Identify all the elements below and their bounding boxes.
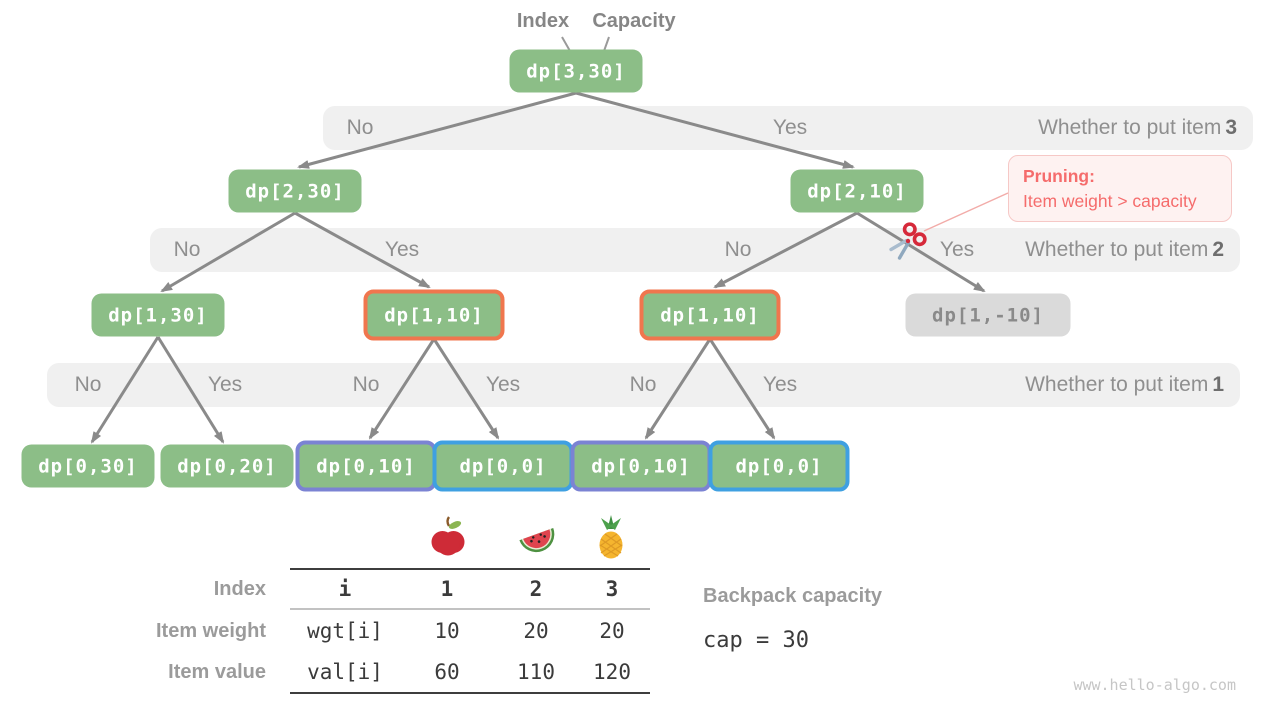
table-cell: 20 bbox=[523, 619, 549, 643]
apple-icon bbox=[431, 516, 465, 556]
table-cell: wgt[i] bbox=[307, 619, 383, 643]
pruning-colon: : bbox=[1089, 166, 1095, 186]
dp-node-dp-2-10: dp[2,10] bbox=[790, 169, 924, 213]
choice-label-yes: Yes bbox=[207, 373, 243, 396]
table-row-label-weight: Item weight bbox=[155, 620, 266, 642]
pineapple-icon bbox=[599, 515, 623, 559]
table-cell: 60 bbox=[434, 660, 460, 684]
capacity-annotation-label: Capacity bbox=[592, 10, 676, 32]
choice-label-no: No bbox=[629, 373, 657, 396]
pruning-detail: Item weight > capacity bbox=[1023, 191, 1197, 211]
index-annotation-label: Index bbox=[516, 10, 570, 32]
table-cell: 120 bbox=[593, 660, 631, 684]
scissors-icon bbox=[889, 222, 927, 260]
choice-label-yes: Yes bbox=[762, 373, 798, 396]
band-question-item-number: 2 bbox=[1212, 238, 1224, 261]
dp-node-dp-3-30: dp[3,30] bbox=[509, 49, 643, 93]
watermelon-icon bbox=[519, 527, 555, 553]
pruning-note: Pruning: Item weight > capacity bbox=[1008, 155, 1232, 222]
choice-label-no: No bbox=[74, 373, 102, 396]
table-cell: i bbox=[338, 577, 352, 601]
dp-node-dp-0-10: dp[0,10] bbox=[295, 440, 437, 492]
pruning-title: Pruning bbox=[1023, 166, 1090, 186]
table-cell: 2 bbox=[529, 577, 543, 601]
band-question-item-number: 3 bbox=[1225, 116, 1237, 139]
table-cell: 20 bbox=[599, 619, 625, 643]
dp-node-dp-0-30: dp[0,30] bbox=[21, 444, 155, 488]
backpack-capacity-value: cap = 30 bbox=[703, 628, 809, 653]
dp-node-dp-1-10: dp[1,10] bbox=[363, 289, 505, 341]
table-row-label-index: Index bbox=[213, 578, 266, 600]
table-row-label-value: Item value bbox=[168, 661, 266, 683]
choice-label-yes: Yes bbox=[384, 238, 420, 261]
dp-node-dp-1-30: dp[1,30] bbox=[91, 293, 225, 337]
table-cell: 10 bbox=[434, 619, 460, 643]
band-question-item-number: 1 bbox=[1212, 373, 1224, 396]
pruning-callout-line bbox=[923, 192, 1009, 232]
choice-label-yes: Yes bbox=[485, 373, 521, 396]
dp-node-dp-0-10: dp[0,10] bbox=[570, 440, 712, 492]
choice-label-yes: Yes bbox=[772, 116, 808, 139]
backpack-capacity-label: Backpack capacity bbox=[703, 585, 883, 607]
table-cell: val[i] bbox=[307, 660, 383, 684]
dp-node-dp-2-30: dp[2,30] bbox=[228, 169, 362, 213]
dp-node-dp-0-20: dp[0,20] bbox=[160, 444, 294, 488]
choice-label-no: No bbox=[352, 373, 380, 396]
dp-node-dp-0-0: dp[0,0] bbox=[432, 440, 574, 492]
table-rule-bottom bbox=[290, 692, 650, 694]
choice-label-no: No bbox=[724, 238, 752, 261]
dp-node-dp-1--10: dp[1,-10] bbox=[905, 293, 1071, 337]
table-cell: 110 bbox=[517, 660, 555, 684]
choice-label-no: No bbox=[346, 116, 374, 139]
dp-node-dp-0-0: dp[0,0] bbox=[708, 440, 850, 492]
table-rule-top bbox=[290, 568, 650, 570]
watermark: www.hello-algo.com bbox=[1073, 676, 1236, 694]
table-rule-middle bbox=[290, 608, 650, 610]
dp-node-dp-1-10: dp[1,10] bbox=[639, 289, 781, 341]
table-cell: 3 bbox=[605, 577, 619, 601]
table-cell: 1 bbox=[440, 577, 454, 601]
choice-label-no: No bbox=[173, 238, 201, 261]
choice-label-yes: Yes bbox=[939, 238, 975, 261]
